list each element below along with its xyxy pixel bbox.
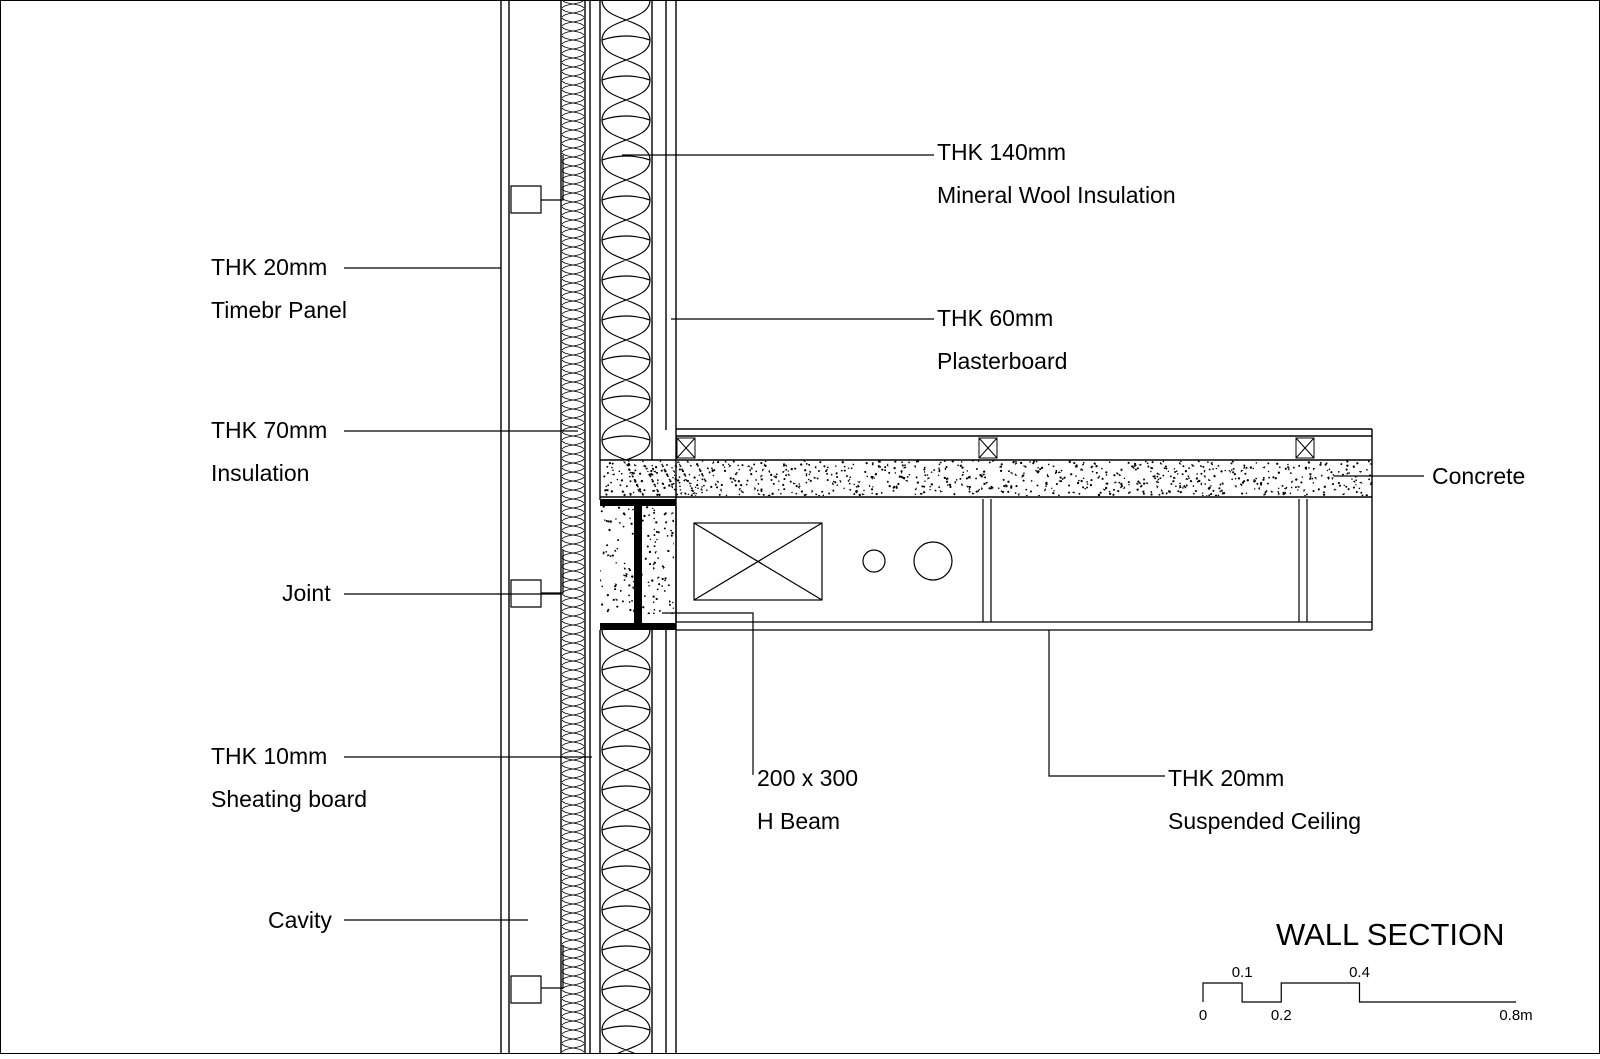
leader-lines — [344, 154, 1424, 921]
h-beam — [600, 499, 677, 630]
plasterboard-thk-label: THK 60mm — [937, 305, 1053, 331]
h-beam-size-label: 200 x 300 — [757, 765, 858, 791]
timber-panel — [500, 0, 510, 1054]
mineral-wool-bounds — [599, 0, 653, 1054]
mineral-wool-name-label: Mineral Wool Insulation — [937, 182, 1176, 208]
ceiling-void — [676, 499, 1372, 631]
sheathing-board — [560, 0, 591, 1054]
callout-labels: THK 140mm Mineral Wool Insulation THK 60… — [211, 139, 1525, 933]
scale-tick-label: 0.8m — [1499, 1007, 1532, 1024]
timber-panel-name-label: Timebr Panel — [211, 297, 347, 323]
scale-bar — [1202, 982, 1516, 1003]
floor-battens — [676, 437, 1315, 459]
sheathing-thk-label: THK 10mm — [211, 743, 327, 769]
insulation-name-label: Insulation — [211, 460, 309, 486]
drawing-title: WALL SECTION — [1276, 917, 1505, 952]
joint-label: Joint — [282, 580, 331, 606]
plasterboard-name-label: Plasterboard — [937, 348, 1067, 374]
scale-tick-label: 0.4 — [1349, 964, 1370, 981]
ceiling-name-label: Suspended Ceiling — [1168, 808, 1361, 834]
scale-bar-labels: 0 0.1 0.2 0.4 0.8m — [1199, 964, 1533, 1024]
insulation-thk-label: THK 70mm — [211, 417, 327, 443]
h-beam-name-label: H Beam — [757, 808, 840, 834]
insulation-70mm-pattern — [561, 0, 585, 1054]
plasterboard — [665, 0, 677, 1054]
joint-brackets — [510, 155, 564, 1004]
mineral-wool-upper-pattern — [601, 0, 651, 460]
mineral-wool-thk-label: THK 140mm — [937, 139, 1066, 165]
mineral-wool-lower-pattern — [601, 630, 651, 1054]
scale-tick-label: 0.2 — [1271, 1007, 1292, 1024]
ceiling-thk-label: THK 20mm — [1168, 765, 1284, 791]
concrete-label: Concrete — [1432, 463, 1525, 489]
floor-slab — [599, 428, 1373, 630]
scale-tick-label: 0.1 — [1232, 964, 1253, 981]
scale-tick-label: 0 — [1199, 1007, 1207, 1024]
wall-assembly — [500, 0, 677, 1054]
cavity-label: Cavity — [268, 907, 332, 933]
timber-panel-thk-label: THK 20mm — [211, 254, 327, 280]
concrete-pattern — [603, 460, 1372, 496]
sheathing-name-label: Sheating board — [211, 786, 367, 812]
